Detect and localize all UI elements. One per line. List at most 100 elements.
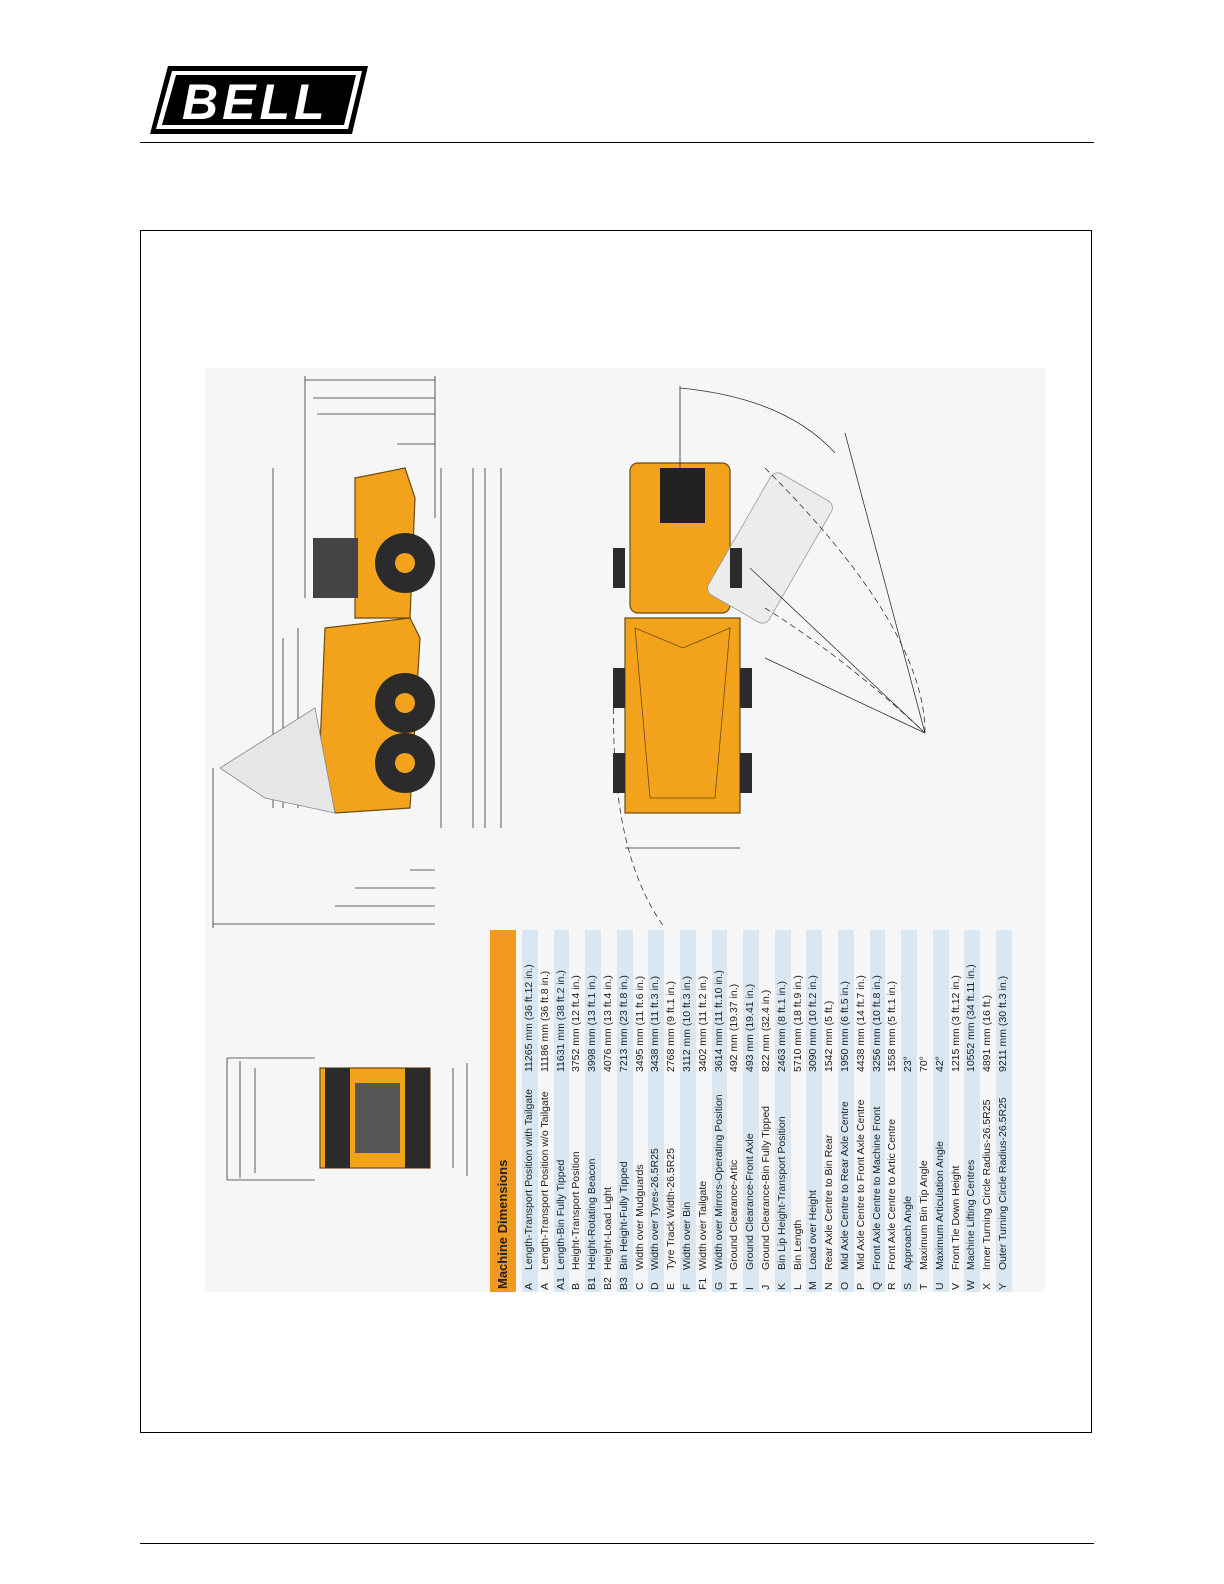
row-description: Rear Axle Centre to Bin Rear: [823, 1134, 836, 1270]
row-code: R: [886, 1282, 899, 1290]
row-value: 70°: [917, 1056, 930, 1072]
table-row: T Maximum Bin Tip Angle 70°: [917, 930, 933, 1292]
row-description: Width over Mirrors-Operating Position: [712, 1094, 725, 1270]
row-description: Ground Clearance-Front Axle: [744, 1133, 757, 1270]
table-row: N Rear Axle Centre to Bin Rear 1542 mm (5 …: [822, 930, 838, 1292]
row-description: Bin Length: [791, 1219, 804, 1270]
row-description: Length-Bin Fully Tipped: [554, 1159, 567, 1270]
row-code: V: [949, 1282, 962, 1290]
row-code: E: [665, 1282, 678, 1290]
content-frame: [140, 230, 1092, 1433]
row-description: Width over Tyres-26.5R25: [649, 1148, 662, 1270]
row-code: A1: [554, 1277, 567, 1290]
table-row: B2 Height-Load Light 4076 mm (13 ft.4 in.): [601, 930, 617, 1292]
row-code: F: [680, 1283, 693, 1290]
row-code: A: [538, 1282, 551, 1290]
row-value: 1558 mm (5 ft.1 in.): [886, 980, 899, 1072]
row-value: 1542 mm (5 ft.): [823, 1000, 836, 1072]
table-row: M Load over Height 3090 mm (10 ft.2 in.): [806, 930, 823, 1292]
row-code: K: [775, 1282, 788, 1290]
table-row: J Ground Clearance-Bin Fully Tipped 822 mm…: [759, 930, 775, 1292]
row-code: H: [728, 1282, 741, 1290]
row-description: Mid Axle Centre to Front Axle Centre: [854, 1099, 867, 1270]
row-code: B2: [601, 1277, 614, 1290]
row-value: 3998 mm (13 ft.1 in.): [586, 975, 599, 1072]
row-value: 5710 mm (18 ft.9 in.): [791, 975, 804, 1072]
row-description: Height-Transport Position: [570, 1151, 583, 1270]
row-value: 3495 mm (11 ft.6 in.): [633, 975, 646, 1072]
row-description: Bin Height-Fully Tipped: [617, 1161, 630, 1270]
row-value: 2463 mm (8 ft.1 in.): [775, 980, 788, 1072]
table-row: Y Outer Turning Circle Radius-26.5R25 9211…: [995, 930, 1012, 1292]
row-code: T: [917, 1283, 930, 1290]
row-description: Height-Load Light: [601, 1187, 614, 1270]
side-view-machine: [219, 467, 435, 814]
row-description: Maximum Articulation Angle: [933, 1141, 946, 1270]
row-value: 7213 mm (23 ft.8 in.): [617, 975, 630, 1072]
row-value: 822 mm (32.4 in.): [759, 989, 772, 1072]
row-description: Maximum Bin Tip Angle: [917, 1160, 930, 1270]
row-value: 9211 mm (30 ft.3 in.): [996, 975, 1009, 1072]
row-code: N: [823, 1282, 836, 1290]
row-description: Inner Turning Circle Radius-26.5R25: [981, 1099, 994, 1270]
row-code: L: [791, 1284, 804, 1290]
row-code: I: [744, 1287, 757, 1290]
bell-logo: BELL: [148, 62, 370, 138]
row-value: 3090 mm (10 ft.2 in.): [807, 975, 820, 1072]
row-value: 1215 mm (3 ft.12 in.): [949, 975, 962, 1072]
row-value: 4891 mm (16 ft.): [981, 994, 994, 1072]
row-description: Height-Rotating Beacon: [586, 1158, 599, 1271]
row-code: Q: [870, 1281, 883, 1290]
row-description: Outer Turning Circle Radius-26.5R25: [996, 1097, 1009, 1270]
row-description: Width over Tailgate: [696, 1180, 709, 1270]
row-code: J: [759, 1284, 772, 1290]
row-code: B1: [586, 1277, 599, 1290]
row-description: Front Axle Centre to Artic Centre: [886, 1118, 899, 1270]
row-code: Y: [996, 1282, 1009, 1290]
table-row: R Front Axle Centre to Artic Centre 1558 m…: [885, 930, 901, 1292]
row-code: A: [523, 1282, 535, 1290]
row-code: C: [633, 1282, 646, 1290]
row-description: Width over Bin: [680, 1201, 693, 1270]
row-value: 3402 mm (11 ft.2 in.): [696, 975, 709, 1072]
row-description: Load over Height: [807, 1190, 820, 1270]
top-view-machine: [613, 462, 833, 814]
row-value: 1950 mm (6 ft.5 in.): [838, 980, 851, 1072]
row-description: Length-Transport Position w/o Tailgate: [538, 1091, 551, 1270]
row-description: Front Axle Centre to Machine Front: [870, 1106, 883, 1270]
row-value: 11631 mm (38 ft.2 in.): [554, 970, 567, 1072]
svg-text:BELL: BELL: [182, 74, 329, 130]
table-row: L Bin Length 5710 mm (18 ft.9 in.): [791, 930, 807, 1292]
row-value: 2768 mm (9 ft.1 in.): [665, 980, 678, 1072]
table-title: Machine Dimensions: [490, 930, 516, 1292]
row-value: 3752 mm (12 ft.4 in.): [570, 975, 583, 1072]
row-value: 4076 mm (13 ft.4 in.): [601, 975, 614, 1072]
table-row: G Width over Mirrors-Operating Position 36…: [711, 930, 728, 1292]
row-value: 3614 mm (11 ft.10 in.): [712, 970, 725, 1072]
row-description: Ground Clearance-Bin Fully Tipped: [759, 1105, 772, 1270]
front-view-machine: [319, 1067, 431, 1169]
row-code: U: [933, 1282, 946, 1290]
row-code: P: [854, 1282, 867, 1290]
row-value: 4438 mm (14 ft.7 in.): [854, 975, 867, 1072]
row-description: Tyre Track Width-26.5R25: [665, 1148, 678, 1270]
row-code: M: [807, 1281, 820, 1290]
row-code: W: [965, 1280, 978, 1290]
header-rule: [140, 142, 1094, 143]
row-code: G: [712, 1281, 725, 1290]
row-value: 3112 mm (10 ft.3 in.): [680, 975, 693, 1072]
